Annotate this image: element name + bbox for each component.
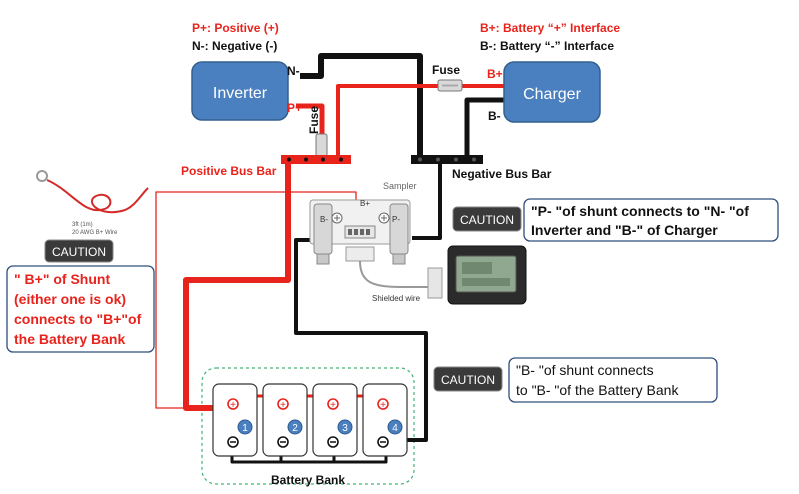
sampler-label: Sampler: [383, 181, 417, 191]
negative-bus-bar: Negative Bus Bar: [411, 155, 552, 181]
battery-bank: +1+2+3+4: [212, 383, 408, 457]
bank-positive-wire: [183, 162, 291, 411]
negative-bus-bar-label: Negative Bus Bar: [452, 167, 552, 181]
callout-bottom-right-line-2: to "B- "of the Battery Bank: [516, 382, 679, 398]
shunt-b-minus-wire: [294, 238, 428, 442]
caution-badge-left: CAUTION: [44, 239, 114, 263]
plus-sign-icon: +: [380, 400, 386, 411]
battery-number-badge: [237, 419, 253, 435]
legend-negative: N-: Negative (-): [192, 39, 277, 53]
charger-b-plus: B+: [487, 67, 503, 81]
wire-sample: 3ft (1m) 20 AWG B+ Wire: [36, 170, 149, 236]
callout-top-right-line-2: Inverter and "B-" of Charger: [531, 222, 718, 238]
ring-terminal-icon: [36, 170, 48, 182]
battery-number-badge: [337, 419, 353, 435]
shunt-sampler: Sampler B- B+ P- Shielded wire: [309, 181, 443, 303]
inverter-n-terminal: N-: [287, 64, 300, 78]
shunt-p-minus-wire: [412, 162, 442, 240]
fuse-top-label: Fuse: [432, 63, 460, 77]
wire-sample-length: 3ft (1m): [72, 222, 93, 228]
inverter-p-terminal: P+: [287, 101, 302, 115]
plus-sign-icon: +: [330, 400, 336, 411]
legend-left: P+: Positive (+) N-: Negative (-): [192, 21, 279, 53]
battery-2: +2: [262, 383, 308, 457]
callout-left-line-3: connects to "B+"of: [14, 311, 142, 327]
charger-b-minus: B-: [488, 109, 501, 123]
caution-badge-top-right: CAUTION: [452, 206, 522, 232]
battery-number-badge: [387, 419, 403, 435]
legend-positive: P+: Positive (+): [192, 21, 279, 35]
shunt-b-plus-label: B+: [360, 199, 370, 208]
callout-left-line-2: (either one is ok): [14, 291, 126, 307]
callout-top-right-line-1: "P- "of shunt connects to "N- "of: [531, 203, 749, 219]
callout-left-line-1: " B+" of Shunt: [14, 271, 110, 287]
svg-text:CAUTION: CAUTION: [441, 373, 495, 387]
fuse-vertical-label: Fuse: [307, 106, 321, 134]
positive-terminal-icon: [277, 398, 289, 410]
plus-sign-icon: +: [280, 400, 286, 411]
charger-label: Charger: [523, 86, 581, 103]
positive-terminal-icon: [227, 398, 239, 410]
shielded-wire: [359, 260, 430, 288]
battery-4: +4: [362, 383, 408, 457]
legend-battery-positive: B+: Battery “+” Interface: [480, 21, 620, 35]
positive-bus-bar: Positive Bus Bar: [181, 155, 351, 178]
charger-device: Charger B+ B-: [487, 61, 601, 123]
charger-negative-wire: [464, 97, 506, 155]
battery-number-badge: [287, 419, 303, 435]
caution-badge-bottom-right: CAUTION: [433, 366, 503, 392]
battery-monitor: [447, 245, 527, 305]
svg-text:CAUTION: CAUTION: [52, 245, 106, 259]
inverter-device: Inverter N- P+: [191, 61, 302, 121]
inverter-negative-wire: [300, 53, 423, 155]
battery-1: +1: [212, 383, 258, 457]
wire-sample-spec: 20 AWG B+ Wire: [72, 230, 118, 236]
plus-sign-icon: +: [230, 400, 236, 411]
svg-text:CAUTION: CAUTION: [460, 213, 514, 227]
callout-bottom-right: "B- "of shunt connects to "B- "of the Ba…: [508, 357, 718, 403]
battery-3: +3: [312, 383, 358, 457]
legend-right: B+: Battery “+” Interface B-: Battery “-…: [480, 21, 620, 53]
battery-number: 1: [242, 423, 248, 434]
shunt-b-minus-label: B-: [320, 215, 328, 224]
shielded-wire-label: Shielded wire: [372, 294, 421, 303]
positive-bus-bar-label: Positive Bus Bar: [181, 164, 277, 178]
legend-battery-negative: B-: Battery “-” Interface: [480, 39, 614, 53]
shunt-p-minus-label: P-: [392, 215, 400, 224]
battery-bank-outline: [201, 367, 415, 485]
battery-bank-label: Battery Bank: [271, 473, 345, 487]
battery-number: 4: [392, 423, 398, 434]
inverter-label: Inverter: [213, 85, 268, 102]
shunt-b-plus-wire: [155, 191, 357, 409]
callout-left: " B+" of Shunt (either one is ok) connec…: [6, 265, 155, 353]
callout-bottom-right-line-1: "B- "of shunt connects: [516, 362, 654, 378]
positive-terminal-icon: [377, 398, 389, 410]
callout-top-right: "P- "of shunt connects to "N- "of Invert…: [523, 198, 779, 242]
callout-left-line-4: the Battery Bank: [14, 331, 125, 347]
fuse-top: Fuse: [432, 63, 463, 92]
battery-number: 3: [342, 423, 348, 434]
positive-terminal-icon: [327, 398, 339, 410]
battery-number: 2: [292, 423, 298, 434]
